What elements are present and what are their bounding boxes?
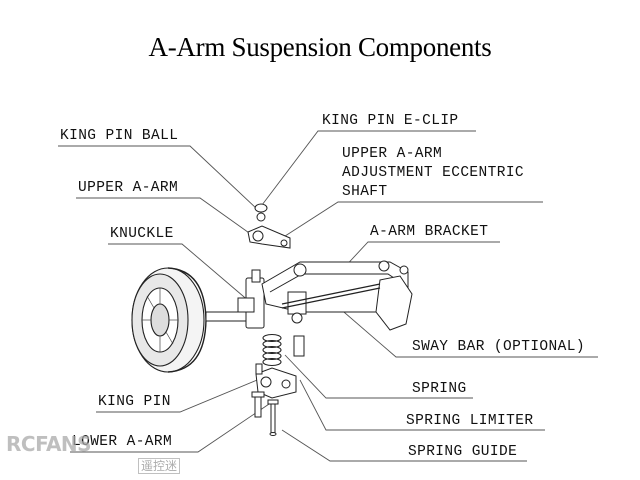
label-sway-bar: SWAY BAR (OPTIONAL): [412, 339, 585, 355]
king-pin-part: [251, 391, 265, 418]
king-pin-e-clip-part: [254, 203, 268, 222]
label-king-pin-ball: KING PIN BALL: [60, 128, 179, 144]
watermark-logo: RCFANS: [6, 432, 92, 456]
leader-lower-a-arm: [70, 399, 276, 453]
watermark-chinese: 遥控迷: [138, 458, 181, 474]
label-upper-a-arm-adjustment-shaft: UPPER A-ARM ADJUSTMENT ECCENTRIC SHAFT: [342, 146, 525, 200]
sway-bar-part: [281, 283, 381, 309]
leader-adjustment-shaft: [281, 201, 543, 239]
label-lower-a-arm: LOWER A-ARM: [72, 434, 173, 450]
spring-limiter-part: [293, 335, 305, 357]
page-title: A-Arm Suspension Components: [148, 32, 492, 62]
lower-a-arm-part: [255, 363, 297, 399]
spring-guide-part: [267, 399, 279, 436]
label-king-pin: KING PIN: [98, 394, 171, 410]
leader-spring: [284, 354, 473, 399]
label-spring-limiter: SPRING LIMITER: [406, 413, 534, 429]
label-spring: SPRING: [412, 381, 467, 397]
spring-part: [262, 333, 282, 367]
leader-sway-bar: [329, 299, 598, 358]
leader-king-pin-ball: [58, 145, 259, 211]
leader-spring-guide: [281, 429, 527, 462]
label-spring-guide: SPRING GUIDE: [408, 444, 518, 460]
label-knuckle: KNUCKLE: [110, 226, 174, 242]
leader-king-pin: [96, 377, 263, 413]
leader-spring-limiter: [299, 379, 545, 431]
label-king-pin-e-clip: KING PIN E-CLIP: [322, 113, 459, 129]
leader-knuckle: [108, 243, 251, 303]
label-a-arm-bracket: A-ARM BRACKET: [370, 224, 489, 240]
upper-a-arm-part: [247, 225, 291, 249]
label-upper-a-arm: UPPER A-ARM: [78, 180, 179, 196]
leader-king-pin-e-clip: [261, 130, 476, 206]
knuckle-part: [237, 269, 265, 329]
leader-upper-a-arm: [76, 197, 253, 236]
wheel-tire: [131, 267, 207, 373]
a-arm-bracket-part: [261, 260, 413, 331]
axle: [205, 311, 249, 322]
